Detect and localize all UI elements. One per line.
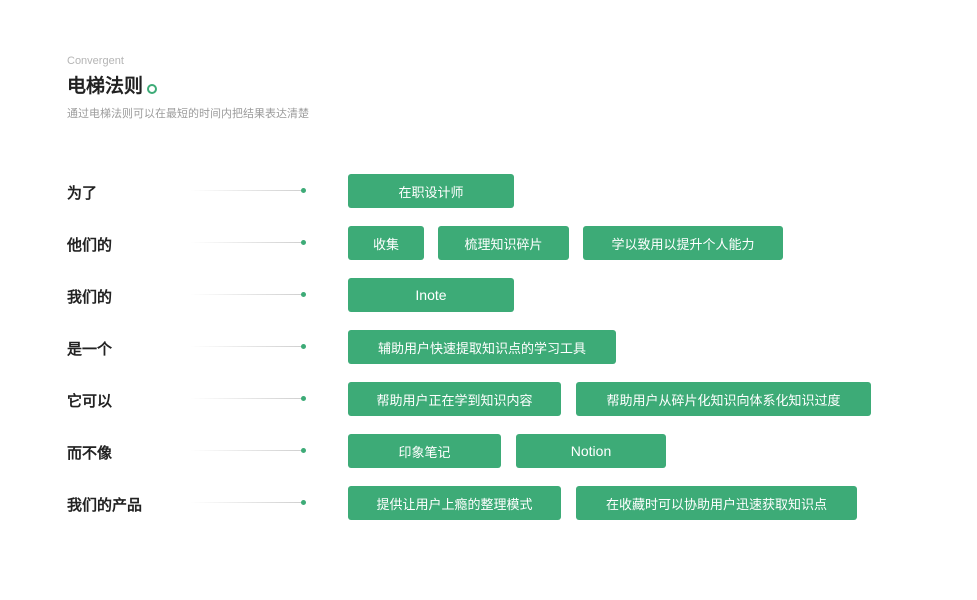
row-0: 为了 在职设计师 <box>0 174 977 208</box>
tag-chip[interactable]: 提供让用户上瘾的整理模式 <box>348 486 561 520</box>
tag-chip[interactable]: 辅助用户快速提取知识点的学习工具 <box>348 330 616 364</box>
connector-line <box>190 190 304 191</box>
connector-line <box>190 346 304 347</box>
connector-dot-icon <box>301 500 306 505</box>
tag-chip[interactable]: 收集 <box>348 226 424 260</box>
connector-dot-icon <box>301 292 306 297</box>
tag-chip[interactable]: Notion <box>516 434 666 468</box>
connector-line <box>190 398 304 399</box>
tag-chip[interactable]: 帮助用户从碎片化知识向体系化知识过度 <box>576 382 871 416</box>
connector-dot-icon <box>301 240 306 245</box>
tag-chip[interactable]: 学以致用以提升个人能力 <box>583 226 783 260</box>
row-2: 我们的 Inote <box>0 278 977 312</box>
row-1: 他们的 收集 梳理知识碎片 学以致用以提升个人能力 <box>0 226 977 260</box>
connector-line <box>190 242 304 243</box>
row-label: 它可以 <box>67 392 113 410</box>
tag-chip[interactable]: 在收藏时可以协助用户迅速获取知识点 <box>576 486 857 520</box>
tag-chip[interactable]: 梳理知识碎片 <box>438 226 569 260</box>
row-label: 是一个 <box>67 340 113 358</box>
row-6: 我们的产品 提供让用户上瘾的整理模式 在收藏时可以协助用户迅速获取知识点 <box>0 486 977 520</box>
row-label: 我们的产品 <box>67 496 143 514</box>
row-label: 而不像 <box>67 444 113 462</box>
connector-line <box>190 450 304 451</box>
row-3: 是一个 辅助用户快速提取知识点的学习工具 <box>0 330 977 364</box>
page-title-text: 电梯法则 <box>67 75 144 97</box>
page-subtitle: 通过电梯法则可以在最短的时间内把结果表达清楚 <box>67 107 309 120</box>
row-4: 它可以 帮助用户正在学到知识内容 帮助用户从碎片化知识向体系化知识过度 <box>0 382 977 416</box>
connector-dot-icon <box>301 188 306 193</box>
row-5: 而不像 印象笔记 Notion <box>0 434 977 468</box>
title-dot-icon <box>147 84 158 94</box>
tag-chip[interactable]: 在职设计师 <box>348 174 514 208</box>
tag-chip[interactable]: 帮助用户正在学到知识内容 <box>348 382 561 416</box>
row-label: 为了 <box>67 184 98 202</box>
connector-dot-icon <box>301 448 306 453</box>
eyebrow-text: Convergent <box>67 55 124 67</box>
connector-line <box>190 502 304 503</box>
tag-chip[interactable]: 印象笔记 <box>348 434 501 468</box>
page-title: 电梯法则 <box>67 71 158 98</box>
connector-dot-icon <box>301 396 306 401</box>
connector-line <box>190 294 304 295</box>
connector-dot-icon <box>301 344 306 349</box>
tag-chip[interactable]: Inote <box>348 278 514 312</box>
row-label: 他们的 <box>67 236 113 254</box>
row-label: 我们的 <box>67 288 113 306</box>
